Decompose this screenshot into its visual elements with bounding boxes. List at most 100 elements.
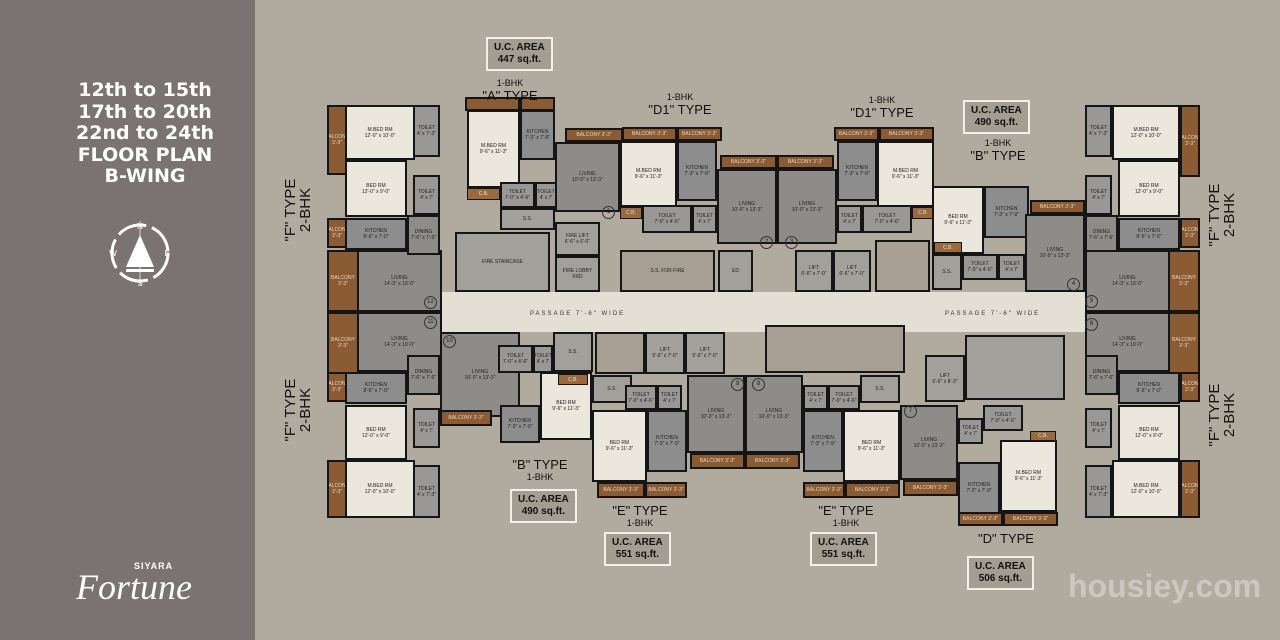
room-balcony-33: BALCONY 3'-3" [327, 312, 359, 374]
room-size: 6'-6" x 8'-3" [932, 378, 958, 385]
room-name: BALCONY 3'-3" [962, 516, 999, 522]
room-name: KITCHEN [686, 165, 708, 171]
room-size: 4' x 7' [964, 431, 977, 437]
room-size: 7'-0" x 4'-6" [831, 397, 857, 404]
room-name: LIVING [1119, 275, 1136, 281]
compass-east: E [164, 249, 169, 258]
room-name: LIFT [808, 265, 820, 271]
room-balcony-33: BALCONY 3'-3" [327, 105, 347, 175]
room-name: LIVING [391, 275, 408, 281]
room-balcony-33: BALCONY 3'-3" [597, 482, 645, 498]
unit-label-d1-left: 1-BHK"D1" TYPE [640, 92, 720, 117]
room-balcony-33: BALCONY 3'-3" [327, 250, 359, 312]
room-size: 10'-0" x 13'-3" [791, 206, 823, 213]
room-name: LIVING [579, 171, 596, 177]
unit-label-b-top: 1-BHK"B" TYPE [958, 138, 1038, 163]
room-name: S.S. [942, 269, 952, 275]
room-balcony-33: BALCONY 3'-3" [645, 482, 687, 498]
unit-bhk: 1-BHK [666, 92, 694, 102]
area-label: U.C. AREA [518, 494, 569, 505]
room-name: BALCONY 3'-3" [888, 131, 925, 137]
flat-number: 7 [904, 405, 917, 418]
room-name: TOILET [417, 189, 436, 195]
room-size: 7'-0" x 4'-6" [990, 418, 1016, 424]
room-size: 9'-6" x 11'-3" [634, 174, 663, 180]
flat-number: 8 [752, 378, 765, 391]
room-size: 4' x 7' [843, 219, 856, 225]
room-name: S.S. [568, 349, 578, 355]
room-name: BALCONY 3'-3" [648, 487, 684, 493]
title-line: 17th to 20th [78, 100, 212, 123]
room-size: 4' x 7' [536, 359, 550, 365]
area-label: U.C. AREA [818, 537, 869, 548]
room-balcony-33: BALCONY 3'-3" [720, 155, 777, 169]
room-name: LIVING [707, 408, 725, 414]
room-name: BALCONY 3'-3" [730, 159, 767, 165]
unit-type: "B" TYPE [512, 457, 568, 472]
room-name: BED RM [366, 182, 386, 189]
room-cb: C.B. [912, 207, 934, 219]
room-size: 6'-6" x 7'-0" [652, 353, 678, 359]
room-size: 7'-3" x 7'-9" [993, 212, 1020, 218]
room-size: 7'-6" x 7'-6" [1088, 375, 1115, 381]
room-name: LIVING [1046, 247, 1064, 253]
room-balcony-33: BALCONY 3'-3" [327, 460, 347, 518]
unit-label-a: 1-BHK"A" TYPE [480, 78, 540, 103]
area-label: U.C. AREA [971, 105, 1022, 116]
room-balcony-33: BALCONY 3'-3" [327, 372, 347, 402]
room-name: BED RM [366, 426, 386, 433]
room-name: LIVING [765, 408, 783, 414]
unit-bhk: 2-BHK [1221, 392, 1238, 438]
room-name: S.S. [875, 386, 885, 392]
passage [1030, 295, 1085, 330]
room-name: M.BED RM [636, 168, 661, 174]
room-name: BALCONY 3'-3" [631, 131, 668, 137]
room-name: KITCHEN [526, 129, 549, 135]
room-name: BALCONY 3'-3" [1172, 337, 1196, 349]
room-name: TOILET [1089, 189, 1108, 195]
room-name: C.B. [1038, 433, 1048, 439]
room-size: 7'-3" x 7'-9" [810, 441, 836, 447]
left-info-panel: 12th to 15th 17th to 20th 22nd to 24th F… [0, 0, 255, 640]
room-size: 7'-0" x 4'-6" [967, 267, 993, 273]
area-value: 506 sq.ft. [978, 573, 1023, 584]
unit-type: "F" TYPE [282, 378, 299, 442]
room-name: DINING [1092, 229, 1111, 235]
room-name: TOILET [835, 391, 853, 398]
room-name: M.BED RM [481, 143, 506, 149]
unit-bhk: 1-BHK [496, 78, 524, 88]
room-name: BALCONY 3'-3" [838, 131, 875, 137]
room-size: 6'-6" x 7'-0" [801, 271, 827, 277]
room-name: BALCONY 3'-3" [1181, 135, 1199, 147]
title-line: FLOOR PLAN [77, 143, 213, 166]
room-size: 7'-0" x 4'-6" [654, 219, 680, 225]
unit-bhk: 1-BHK [626, 518, 654, 528]
room-name: LIFT [939, 372, 951, 379]
room-name: DINING [414, 229, 433, 235]
title-line: B-WING [104, 165, 186, 187]
room-name: TOILET [417, 485, 436, 492]
room-balcony-33: BALCONY 3'-3" [1168, 250, 1200, 312]
flat-number: 9 [731, 378, 744, 391]
room-name: KITCHEN [509, 418, 531, 424]
room-cb: C.B. [934, 242, 962, 253]
room-name: TOILET [806, 391, 825, 398]
